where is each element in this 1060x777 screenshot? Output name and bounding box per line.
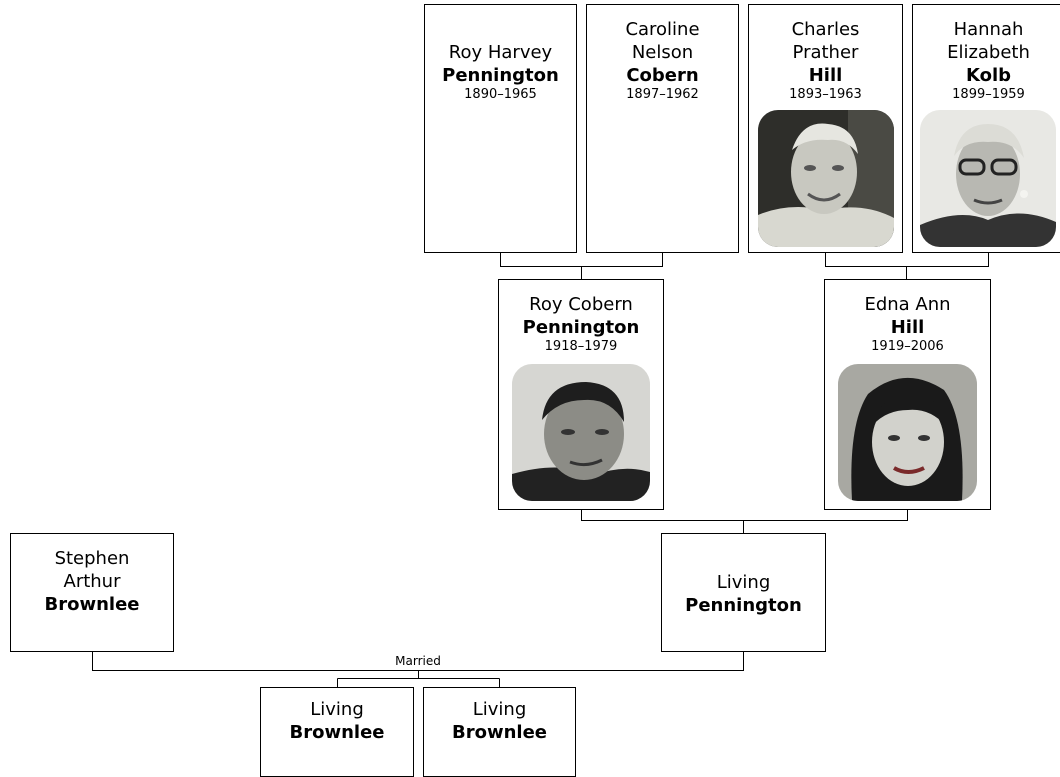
given-name: Living (310, 699, 364, 720)
person-card-living-brownlee-1[interactable]: Living Brownlee (260, 687, 414, 777)
person-card-living-brownlee-2[interactable]: Living Brownlee (423, 687, 576, 777)
surname: Brownlee (452, 722, 547, 743)
portrait-photo (758, 110, 894, 247)
life-dates: 1897–1962 (626, 87, 699, 102)
given-name: Roy Harvey (448, 42, 553, 63)
person-card-hannah-elizabeth-kolb[interactable]: Hannah Elizabeth Kolb 1899–1959 (912, 4, 1060, 253)
life-dates: 1919–2006 (871, 339, 944, 354)
surname: Pennington (685, 595, 802, 616)
surname: Kolb (965, 65, 1012, 86)
person-card-stephen-arthur-brownlee[interactable]: Stephen Arthur Brownlee (10, 533, 174, 652)
person-card-charles-prather-hill[interactable]: Charles Prather Hill 1893–1963 (748, 4, 903, 253)
given-name: Living (472, 699, 527, 720)
person-card-roy-cobern-pennington[interactable]: Roy Cobern Pennington 1918–1979 (498, 279, 664, 510)
given-name: Caroline Nelson (625, 19, 700, 63)
life-dates: 1893–1963 (789, 87, 862, 102)
portrait-photo (512, 364, 650, 501)
given-name: Edna Ann (864, 294, 951, 315)
given-name: Hannah Elizabeth (947, 19, 1030, 63)
surname: Pennington (522, 317, 640, 338)
given-name: Charles Prather (791, 19, 860, 63)
person-card-edna-ann-hill[interactable]: Edna Ann Hill 1919–2006 (824, 279, 991, 510)
surname: Pennington (442, 65, 559, 86)
person-card-living-pennington[interactable]: Living Pennington (661, 533, 826, 652)
surname: Hill (890, 317, 925, 338)
surname: Brownlee (289, 722, 385, 743)
given-name: Roy Cobern (529, 294, 633, 315)
given-name: Stephen Arthur (54, 548, 130, 592)
person-card-caroline-nelson-cobern[interactable]: Caroline Nelson Cobern 1897–1962 (586, 4, 739, 253)
surname: Brownlee (44, 594, 140, 615)
surname: Cobern (626, 65, 699, 86)
portrait-photo (838, 364, 977, 501)
life-dates: 1890–1965 (464, 87, 537, 102)
portrait-photo (920, 110, 1056, 247)
married-label: Married (378, 654, 458, 668)
given-name: Living (716, 572, 771, 593)
life-dates: 1918–1979 (544, 339, 618, 354)
surname: Hill (808, 65, 843, 86)
person-card-roy-harvey-pennington[interactable]: Roy Harvey Pennington 1890–1965 (424, 4, 577, 253)
life-dates: 1899–1959 (952, 87, 1025, 102)
